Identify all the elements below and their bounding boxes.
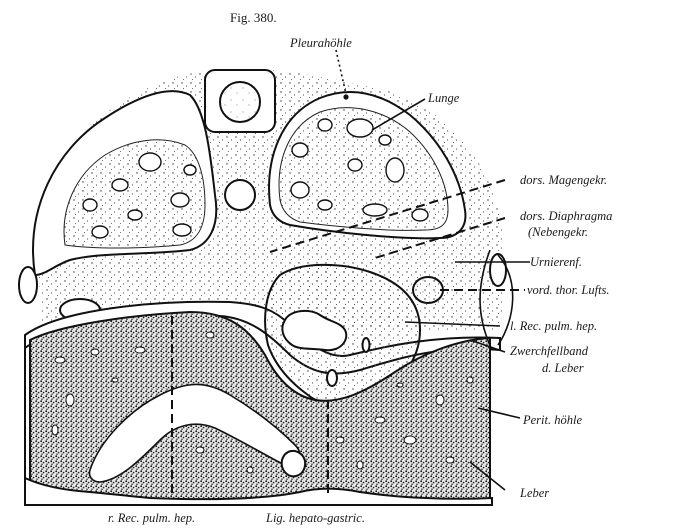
aorta	[225, 180, 255, 210]
gallbladder	[282, 451, 305, 476]
label-urnierenf: Urnierenf.	[530, 255, 582, 269]
label-pleurahoehle: Pleurahöhle	[289, 36, 352, 50]
label-d-leber: d. Leber	[542, 361, 584, 375]
small-vessel	[363, 338, 370, 352]
label-vord-thor-lufts: vord. thor. Lufts.	[527, 283, 610, 297]
label-l-rec-pulm-hep: l. Rec. pulm. hep.	[510, 319, 597, 333]
left-urogenital-fold	[19, 267, 37, 303]
label-r-rec-pulm-hep: r. Rec. pulm. hep.	[108, 511, 195, 525]
label-dors-magengekr: dors. Magengekr.	[520, 173, 607, 187]
label-lig-hepato-gastric: Lig. hepato-gastric.	[265, 511, 365, 525]
label-zwerchfellband: Zwerchfellband	[510, 344, 589, 358]
label-nebengekr: (Nebengekr.	[528, 225, 588, 239]
right-urogenital-fold	[490, 254, 506, 286]
figure-caption: Fig. 380.	[230, 10, 277, 25]
pleura-dot	[343, 94, 348, 99]
vessel-lower	[327, 370, 337, 386]
right-air-sac	[413, 277, 443, 303]
label-leber: Leber	[519, 486, 549, 500]
spinal-canal	[220, 82, 260, 122]
label-perit-hoehle: Perit. höhle	[522, 413, 582, 427]
label-dors-diaphragma: dors. Diaphragma	[520, 209, 612, 223]
label-lunge: Lunge	[427, 91, 460, 105]
